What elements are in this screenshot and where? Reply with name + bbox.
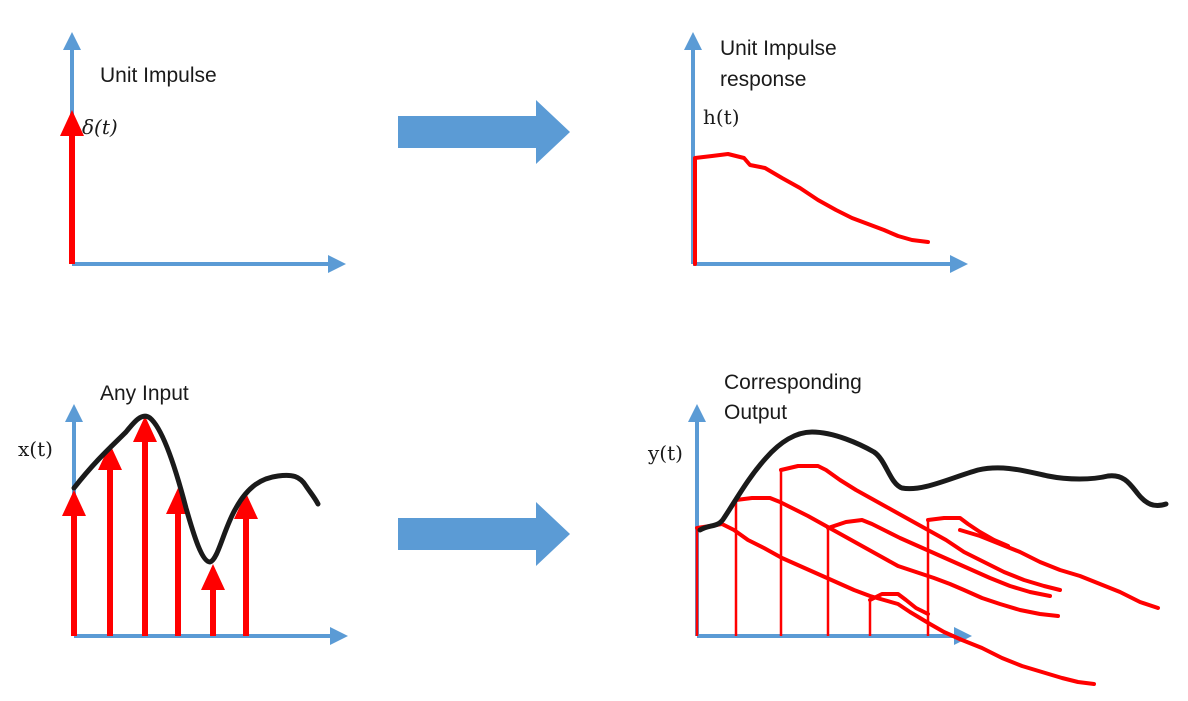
bottom-arrow-icon xyxy=(398,502,570,566)
impulse-response-title-line2: response xyxy=(720,68,806,91)
shifted-impulse-responses xyxy=(695,464,1160,686)
impulse-arrow xyxy=(60,110,84,264)
x-symbol: x(t) xyxy=(18,437,53,461)
output-signal-curve xyxy=(697,429,1169,533)
input-signal-curve xyxy=(71,413,321,565)
corresponding-output-title-line2: Output xyxy=(724,401,787,424)
shifted-response xyxy=(868,592,930,636)
x-axis xyxy=(72,255,346,273)
shifted-response xyxy=(958,528,1160,610)
impulse-sample xyxy=(201,564,225,636)
corresponding-output-title-line1: Corresponding xyxy=(724,371,862,394)
x-axis xyxy=(693,255,968,273)
impulse-sample xyxy=(98,444,122,636)
impulse-response-curve xyxy=(693,152,930,266)
delta-symbol: δ(t) xyxy=(82,115,118,139)
sampled-impulses xyxy=(62,416,258,636)
unit-impulse-panel: Unit Impulse δ(t) xyxy=(60,32,346,273)
shifted-response xyxy=(734,496,1060,636)
unit-impulse-title: Unit Impulse xyxy=(100,64,217,87)
impulse-sample xyxy=(133,416,157,636)
any-input-title: Any Input xyxy=(100,382,189,405)
h-symbol: h(t) xyxy=(703,105,740,129)
impulse-response-panel: Unit Impulse response h(t) xyxy=(684,32,968,273)
impulse-sample xyxy=(234,493,258,636)
y-symbol: y(t) xyxy=(647,441,683,465)
any-input-panel: Any Input x(t) xyxy=(18,382,348,645)
corresponding-output-panel: Corresponding Output y(t) xyxy=(647,371,1169,686)
impulse-sample xyxy=(62,490,86,636)
x-axis xyxy=(74,627,348,645)
impulse-response-title-line1: Unit Impulse xyxy=(720,37,837,60)
x-axis xyxy=(697,627,972,645)
top-arrow-icon xyxy=(398,100,570,164)
shifted-response xyxy=(695,522,1096,686)
shifted-response xyxy=(779,464,1062,636)
